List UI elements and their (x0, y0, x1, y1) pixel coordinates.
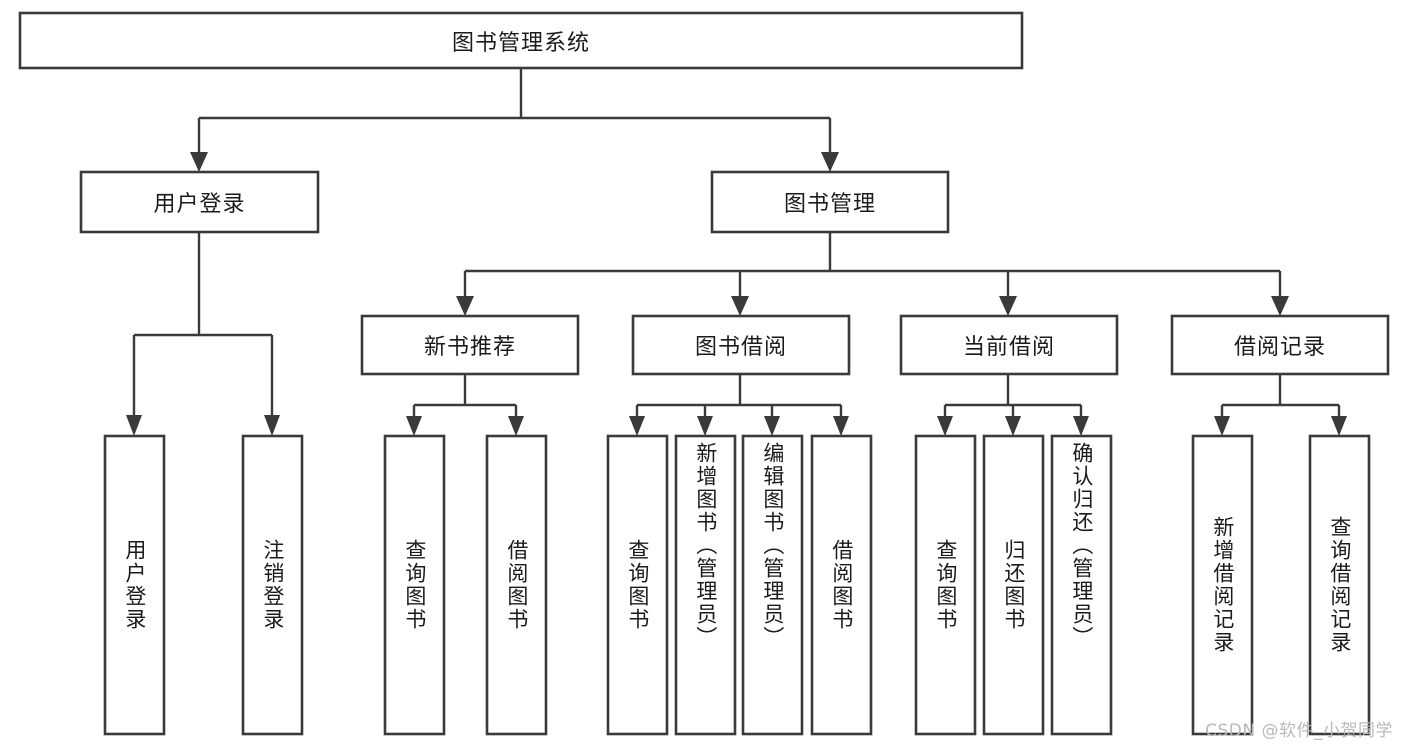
arrow-head-leaf-query-book-2 (629, 416, 645, 436)
arrow-head-leaf-borrow-book-1 (508, 416, 524, 436)
arrow-head-leaf-logout (264, 415, 280, 436)
node-box-leaf-query-book-2[interactable] (606, 434, 669, 736)
node-box-leaf-query-record[interactable] (1308, 434, 1371, 736)
arrow-head-borrow-record (1271, 296, 1289, 316)
arrow-head-leaf-confirm-return (1073, 416, 1089, 436)
node-box-leaf-return-book[interactable] (982, 434, 1045, 736)
node-box-leaf-logout[interactable] (241, 434, 304, 736)
arrow-head-leaf-add-record (1214, 416, 1230, 436)
arrow-head-user-login (190, 152, 208, 172)
connector-group-book-borrow (629, 374, 849, 436)
arrow-head-leaf-query-record (1331, 416, 1347, 436)
node-box-leaf-borrow-book-1[interactable] (485, 434, 548, 736)
arrow-head-leaf-edit-book (764, 416, 780, 436)
node-box-leaf-confirm-return[interactable] (1050, 434, 1113, 736)
node-box-leaf-query-book-3[interactable] (914, 434, 977, 736)
csdn-watermark: CSDN @软件_小贺同学 (1205, 721, 1393, 741)
arrow-head-book-management (821, 152, 839, 172)
connector-group-current-borrow (937, 374, 1089, 436)
node-box-user-login[interactable] (79, 170, 320, 234)
arrow-head-leaf-query-book-1 (406, 416, 422, 436)
node-box-leaf-borrow-book-2[interactable] (810, 434, 873, 736)
node-box-leaf-user-login[interactable] (103, 434, 166, 736)
connector-group-borrow-record (1214, 374, 1347, 436)
node-box-leaf-add-record[interactable] (1191, 434, 1254, 736)
node-box-leaf-query-book-1[interactable] (383, 434, 446, 736)
node-box-borrow-record[interactable] (1170, 314, 1390, 376)
node-box-book-management[interactable] (710, 170, 950, 234)
connector-group-user-login (126, 232, 280, 436)
arrow-head-leaf-add-book (697, 416, 713, 436)
connector-group-new-book-recommend (406, 374, 524, 436)
node-box-leaf-edit-book[interactable] (741, 434, 804, 736)
arrow-head-leaf-borrow-book-2 (833, 416, 849, 436)
connector-group-root (190, 68, 839, 172)
node-box-leaf-add-book[interactable] (674, 434, 737, 736)
arrow-head-leaf-return-book (1005, 416, 1021, 436)
arrow-head-leaf-user-login (126, 415, 142, 436)
arrow-head-current-borrow (999, 296, 1017, 316)
arrow-head-new-book-recommend (456, 296, 474, 316)
connector-group-book-management (456, 232, 1289, 316)
node-box-new-book-recommend[interactable] (360, 314, 580, 376)
node-box-current-borrow[interactable] (899, 314, 1119, 376)
node-box-book-borrow[interactable] (631, 314, 851, 376)
arrow-head-leaf-query-book-3 (937, 416, 953, 436)
arrow-head-book-borrow (731, 296, 749, 316)
node-box-root[interactable] (18, 11, 1024, 70)
